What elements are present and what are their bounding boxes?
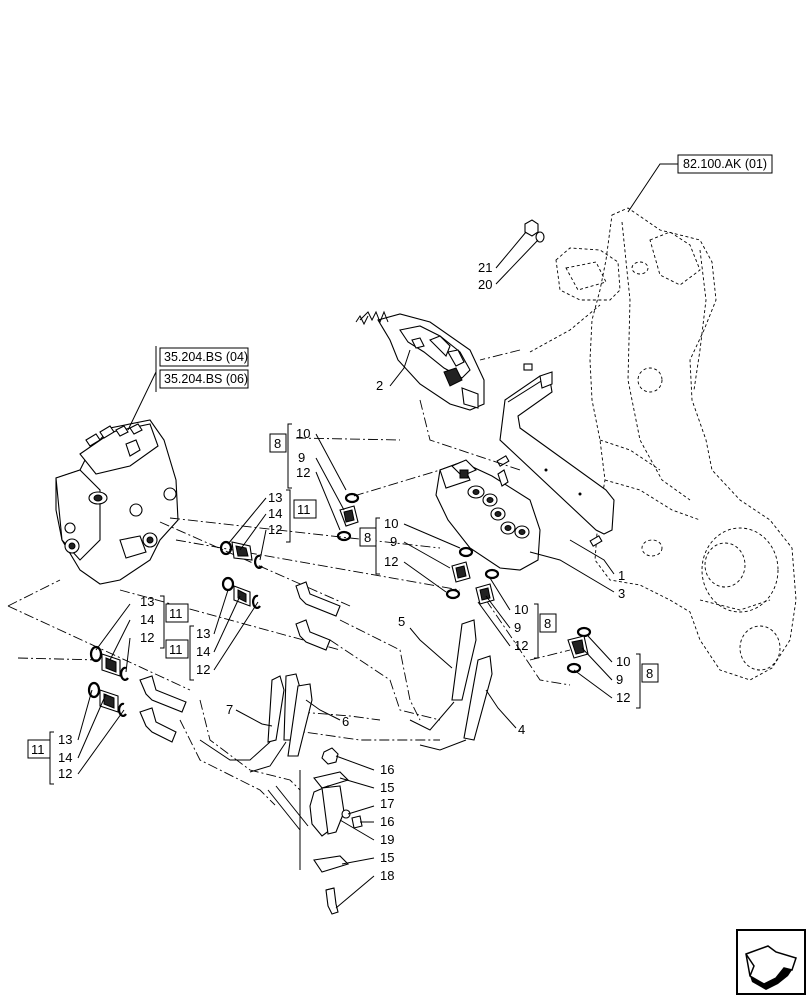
group-box-8-upper[interactable]: 8 <box>269 433 287 453</box>
reference-35-204-bs-04[interactable]: 35.204.BS (04) <box>159 347 249 367</box>
callout-1[interactable]: 1 <box>618 568 625 583</box>
callout-12[interactable]: 12 <box>140 630 154 645</box>
reference-35-204-bs-06-text: 35.204.BS (06) <box>164 372 248 386</box>
callout-13[interactable]: 13 <box>196 626 210 641</box>
electronic-unit <box>355 310 485 411</box>
callout-9[interactable]: 9 <box>390 534 397 549</box>
callout-19[interactable]: 19 <box>380 832 394 847</box>
reference-82-100-ak-leader <box>627 163 678 213</box>
group-box-8-right[interactable]: 8 <box>539 613 557 633</box>
group-box-11-left-upper[interactable]: 11 <box>165 603 189 623</box>
callout-13[interactable]: 13 <box>140 594 154 609</box>
callout-10[interactable]: 10 <box>296 426 310 441</box>
valve-block <box>435 459 541 571</box>
callout-9[interactable]: 9 <box>298 450 305 465</box>
svg-text:8: 8 <box>646 666 653 681</box>
callout-14[interactable]: 14 <box>268 506 282 521</box>
svg-text:8: 8 <box>544 616 551 631</box>
callout-14[interactable]: 14 <box>140 612 154 627</box>
svg-text:8: 8 <box>274 436 281 451</box>
washer-20 <box>535 231 545 243</box>
reference-35-204-bs-06[interactable]: 35.204.BS (06) <box>159 369 249 389</box>
callout-12[interactable]: 12 <box>268 522 282 537</box>
callout-5[interactable]: 5 <box>398 614 405 629</box>
group-brackets <box>49 423 641 785</box>
callout-13[interactable]: 13 <box>58 732 72 747</box>
callout-6[interactable]: 6 <box>342 714 349 729</box>
callout-10[interactable]: 10 <box>384 516 398 531</box>
hoses <box>199 619 493 773</box>
nut-21 <box>524 219 539 237</box>
next-page-arrow-icon[interactable] <box>736 929 806 995</box>
clamp-assembly <box>309 747 363 915</box>
svg-text:11: 11 <box>31 742 45 757</box>
callout-10[interactable]: 10 <box>514 602 528 617</box>
callout-3[interactable]: 3 <box>618 586 625 601</box>
svg-text:8: 8 <box>364 530 371 545</box>
callout-15[interactable]: 15 <box>380 850 394 865</box>
hose-break-mark <box>267 785 309 831</box>
callout-16[interactable]: 16 <box>380 762 394 777</box>
callout-12[interactable]: 12 <box>58 766 72 781</box>
svg-text:11: 11 <box>169 642 183 657</box>
callout-7[interactable]: 7 <box>226 702 233 717</box>
group-box-11-left-lower[interactable]: 11 <box>27 739 51 759</box>
group-box-8-far-right[interactable]: 8 <box>641 663 659 683</box>
callout-10[interactable]: 10 <box>616 654 630 669</box>
callout-leaders <box>77 231 615 909</box>
frame-outline <box>529 207 797 681</box>
callout-13[interactable]: 13 <box>268 490 282 505</box>
callout-21[interactable]: 21 <box>478 260 492 275</box>
group-box-8-middle[interactable]: 8 <box>359 527 377 547</box>
svg-text:11: 11 <box>297 502 311 517</box>
callout-17[interactable]: 17 <box>380 796 394 811</box>
bracket-plate <box>496 363 615 547</box>
fittings <box>87 492 592 717</box>
callout-12[interactable]: 12 <box>384 554 398 569</box>
callout-12[interactable]: 12 <box>514 638 528 653</box>
callout-14[interactable]: 14 <box>196 644 210 659</box>
reference-35-204-leader <box>127 371 157 431</box>
callout-18[interactable]: 18 <box>380 868 394 883</box>
callout-12[interactable]: 12 <box>616 690 630 705</box>
callout-16[interactable]: 16 <box>380 814 394 829</box>
callout-4[interactable]: 4 <box>518 722 525 737</box>
hydraulic-control-block <box>55 419 179 585</box>
group-box-11-middle[interactable]: 11 <box>165 639 189 659</box>
reference-82-100-ak-text: 82.100.AK (01) <box>683 157 767 171</box>
group-box-11-upper[interactable]: 11 <box>293 499 317 519</box>
reference-35-204-bs-04-text: 35.204.BS (04) <box>164 350 248 364</box>
callout-2[interactable]: 2 <box>376 378 383 393</box>
reference-82-100-ak[interactable]: 82.100.AK (01) <box>677 154 773 174</box>
callout-14[interactable]: 14 <box>58 750 72 765</box>
callout-20[interactable]: 20 <box>478 277 492 292</box>
callout-numbers: 21 20 2 1 3 5 4 7 6 10 9 12 10 9 12 10 9… <box>58 260 630 883</box>
callout-12[interactable]: 12 <box>296 465 310 480</box>
callout-15[interactable]: 15 <box>380 780 394 795</box>
callout-9[interactable]: 9 <box>514 620 521 635</box>
callout-9[interactable]: 9 <box>616 672 623 687</box>
svg-text:11: 11 <box>169 606 183 621</box>
callout-12[interactable]: 12 <box>196 662 210 677</box>
hose-adapters <box>139 581 341 743</box>
